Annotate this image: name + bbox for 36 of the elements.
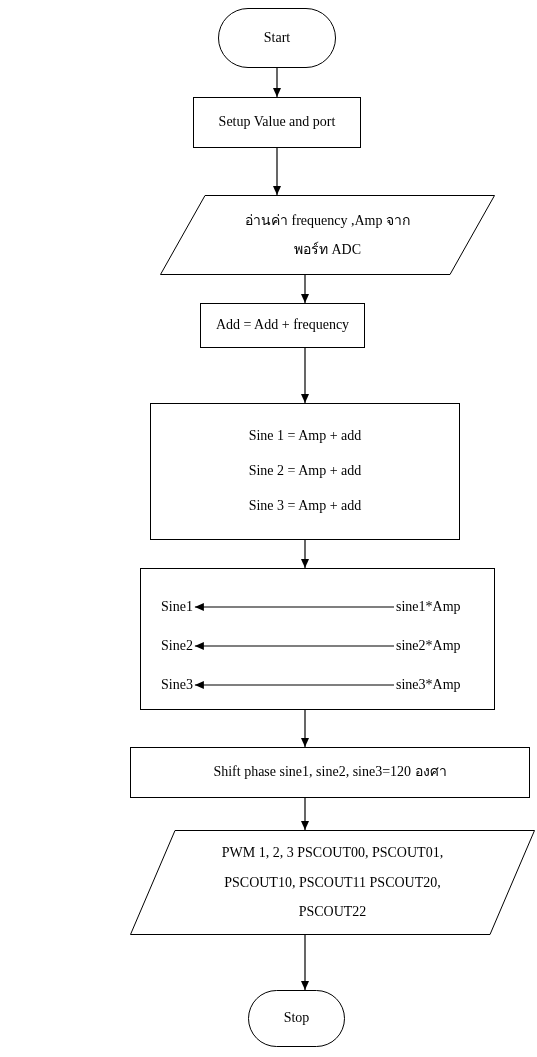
expression-label: sine1*Amp (396, 596, 461, 618)
arrow (273, 147, 281, 196)
node-text: Stop (283, 1010, 310, 1027)
variable-label: Sine3 (161, 674, 193, 696)
arrow (301, 797, 309, 831)
process-box (130, 747, 530, 798)
node-text: PWM 1, 2, 3 PSCOUT00, PSCOUT01, PSCOUT10, PSCOUT11 PSCOUT20, PSCOUT22 (220, 844, 445, 922)
arrow (301, 274, 309, 304)
node-text: Sine 1 = Amp + add (248, 428, 362, 446)
arrow (301, 709, 309, 748)
node-text: อ่านค่า frequency ,Amp จากพอร์ท ADC (244, 211, 411, 259)
node-text: Start (263, 29, 291, 47)
arrow (194, 603, 395, 611)
start-terminal (218, 8, 336, 68)
output-parallelogram (130, 830, 535, 935)
node-text: Shift phase sine1, sine2, sine3=120 องศา (213, 764, 447, 781)
stop-terminal (248, 990, 345, 1047)
variable-label: Sine1 (161, 596, 193, 618)
arrow (194, 681, 395, 689)
arrow (273, 67, 281, 98)
arrow (301, 347, 309, 404)
process-box (150, 403, 460, 540)
node-text: Add = Add + frequency (215, 317, 350, 334)
expression-label: sine2*Amp (396, 635, 461, 657)
process-box (193, 97, 361, 148)
expression-label: sine3*Amp (396, 674, 461, 696)
arrow (301, 539, 309, 569)
process-box (200, 303, 365, 348)
node-text: Sine 2 = Amp + add (248, 463, 362, 480)
variable-label: Sine2 (161, 635, 193, 657)
process-box (140, 568, 495, 710)
node-text: Sine 3 = Amp + add (248, 497, 362, 515)
arrow (194, 642, 395, 650)
input-parallelogram (160, 195, 495, 275)
arrow (301, 934, 309, 991)
node-text: Setup Value and port (218, 114, 336, 131)
